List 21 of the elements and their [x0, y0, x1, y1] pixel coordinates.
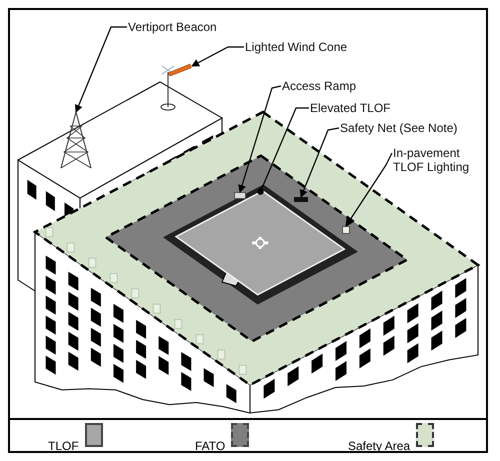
legend-label: TLOF	[48, 439, 79, 453]
tlof-pad	[176, 190, 345, 294]
leader-line	[345, 152, 393, 227]
leader-line	[238, 85, 282, 193]
callout-label: Vertiport Beacon	[128, 20, 217, 34]
legend-label: Safety Area	[348, 439, 410, 453]
wind-cone-icon	[160, 62, 192, 112]
access-ramp	[234, 192, 246, 199]
callout-label: In-pavement TLOF Lighting	[393, 146, 483, 174]
safety-net	[294, 197, 308, 202]
pavement-light	[342, 226, 350, 234]
callout-label: Elevated TLOF	[310, 101, 390, 115]
callout-label: Lighted Wind Cone	[245, 40, 348, 54]
callout-label: Access Ramp	[282, 79, 356, 93]
beacon-tower-icon	[58, 112, 94, 168]
leader-line	[300, 127, 340, 198]
leader-line	[257, 107, 309, 195]
leader-line	[191, 46, 244, 67]
callout-label: Safety Net (See Note)	[340, 121, 458, 135]
leader-line	[74, 26, 127, 113]
legend-label: FATO	[195, 439, 226, 453]
